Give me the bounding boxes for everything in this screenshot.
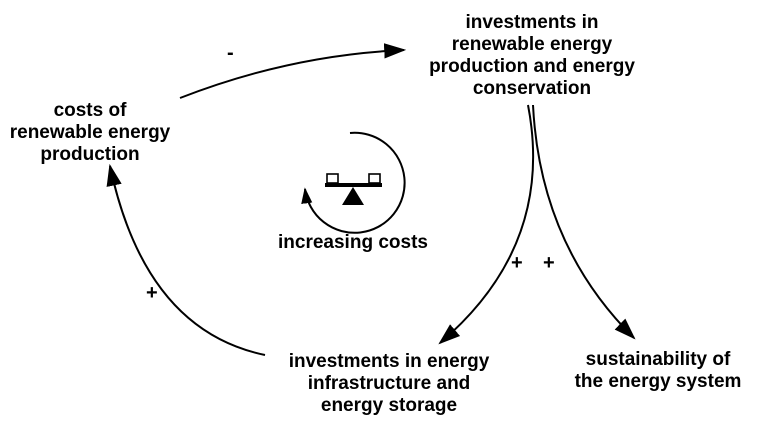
link-investments-to-sustainability — [532, 104, 636, 340]
node-sustainability: sustainability of the energy system — [574, 349, 742, 392]
link-costs-to-investments — [179, 43, 407, 99]
link-investments-to-infrastructure — [438, 104, 535, 345]
polarity-investments-to-sustainability: + — [543, 252, 555, 274]
polarity-costs-to-investments: - — [227, 42, 234, 64]
link-infrastructure-to-costs — [106, 163, 266, 356]
loop-label: increasing costs — [278, 232, 428, 253]
polarity-investments-to-infrastructure: + — [511, 252, 523, 274]
node-costs-renewable: costs of renewable energy production — [9, 100, 171, 165]
polarity-infrastructure-to-costs: + — [146, 282, 158, 304]
balance-scale-icon — [325, 173, 382, 205]
node-investments-infrastructure: investments in energy infrastructure and… — [288, 351, 490, 416]
loop-circle-arrow — [301, 131, 406, 234]
node-investments-renewable: investments in renewable energy producti… — [429, 12, 635, 99]
